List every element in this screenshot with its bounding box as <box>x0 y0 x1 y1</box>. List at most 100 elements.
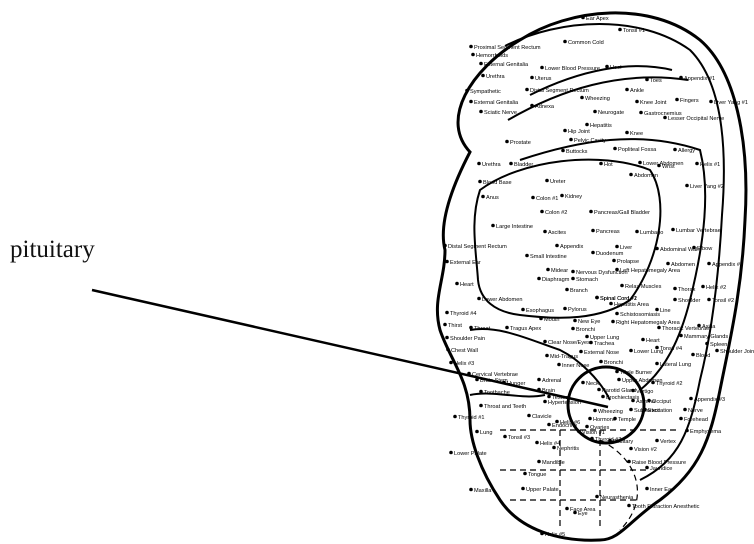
ear-point-label: External Nose <box>584 350 619 356</box>
ear-point-label: Wheezing <box>585 96 610 102</box>
ear-point-dot <box>557 362 561 367</box>
ear-point-label: Hormone <box>593 417 616 423</box>
ear-point-dot <box>675 97 679 102</box>
ear-point-label: Knee Joint <box>640 100 667 106</box>
ear-point-label: Abdomen <box>671 262 695 268</box>
ear-point-dot <box>469 44 473 49</box>
ear-point-label: Thyroid #4 <box>450 311 476 317</box>
ear-point-dot <box>629 172 633 177</box>
ear-point-label: Diaphragm <box>542 277 570 283</box>
ear-point-label: Hypertension <box>548 400 581 406</box>
ear-point-dot <box>641 337 645 342</box>
ear-point-label: Toes <box>650 78 662 84</box>
ear-point-dot <box>577 429 581 434</box>
ear-point-label: Appendix <box>560 244 584 250</box>
ear-point-label: Fingers <box>680 98 699 104</box>
ear-point-label: Popliteal Fossa <box>618 147 657 153</box>
ear-point-label: Neurasthenia <box>600 495 634 501</box>
ear-point-dot <box>477 161 481 166</box>
ear-point-label: Brochiectasis <box>606 395 639 401</box>
ear-point-dot <box>645 465 649 470</box>
ear-point-dot <box>666 261 670 266</box>
ear-point-label: Clear Nose/Eyes <box>548 340 590 346</box>
ear-point-dot <box>589 209 593 214</box>
ear-point-dot <box>615 267 619 272</box>
ear-point-label: Chest Wall <box>451 348 478 354</box>
ear-point-label: Abdomen <box>634 173 658 179</box>
ear-point-label: Abdominal Wall <box>660 247 699 253</box>
ear-point-dot <box>629 407 633 412</box>
ear-point-dot <box>639 110 643 115</box>
ear-point-label: Asthma <box>636 399 656 405</box>
ear-point-dot <box>525 253 529 258</box>
ear-point-label: Ureter <box>550 179 566 185</box>
ear-point-dot <box>505 325 509 330</box>
ear-point-dot <box>618 27 622 32</box>
ear-point-label: Tongue <box>528 472 546 478</box>
ear-point-label: Schistosomiasis <box>620 312 660 318</box>
ear-point-dot <box>479 403 483 408</box>
ear-point-dot <box>563 39 567 44</box>
ear-point-label: Emphysema <box>690 429 722 435</box>
ear-point-label: Proximal Segment Rectum <box>474 45 541 51</box>
ear-point-label: Tonsil #2 <box>712 298 734 304</box>
ear-point-label: Branch <box>570 288 588 294</box>
ear-point-dot <box>521 307 525 312</box>
ear-point-dot <box>479 109 483 114</box>
ear-point-dot <box>617 377 621 382</box>
ear-outline <box>435 11 748 542</box>
ear-point-label: Nephritis <box>557 446 579 452</box>
ear-point-label: Neurogate <box>598 110 624 116</box>
ear-point-dot <box>571 326 575 331</box>
ear-point-dot <box>475 429 479 434</box>
ear-point-dot <box>655 438 659 443</box>
ear-point-dot <box>573 318 577 323</box>
ear-point-dot <box>546 267 550 272</box>
ear-point-dot <box>655 345 659 350</box>
ear-point-dot <box>679 333 683 338</box>
ear-point-dot <box>530 75 534 80</box>
ear-point-dot <box>620 283 624 288</box>
ear-point-dot <box>715 348 719 353</box>
ear-point-dot <box>545 353 549 358</box>
ear-point-dot <box>547 394 551 399</box>
ear-point-label: Pancreas/Gall Bladder <box>594 210 650 216</box>
ear-point-label: Upper Abdomen <box>622 378 662 384</box>
ear-point-label: Thyroid #1 <box>458 415 484 421</box>
ear-point-label: Inner Ear <box>650 487 673 493</box>
ear-point-label: Bronchi <box>576 327 595 333</box>
ear-point-dot <box>569 137 573 142</box>
ear-point-label: Testes <box>552 395 568 401</box>
ear-point-label: Urethra <box>486 74 506 80</box>
ear-point-label: Blood <box>696 353 710 359</box>
ear-point-label: Mouth <box>544 317 560 323</box>
ear-point-label: Forehead <box>684 417 708 423</box>
ear-point-dot <box>627 503 631 508</box>
ear-point-dot <box>609 301 613 306</box>
ear-point-dot <box>537 387 541 392</box>
ear-point-dot <box>537 459 541 464</box>
ear-point-label: Parotid Gland <box>602 388 636 394</box>
ear-point-label: Adrenal <box>542 378 561 384</box>
ear-point-label: Appendix #1 <box>684 76 715 82</box>
ear-point-label: Sympathetic <box>470 89 501 95</box>
ear-point-dot <box>540 209 544 214</box>
ear-point-dot <box>612 258 616 263</box>
ear-point-dot <box>479 61 483 66</box>
ear-point-dot <box>591 250 595 255</box>
ear-point-label: Endocrine <box>552 423 577 429</box>
ear-point-label: Wheezing <box>598 409 623 415</box>
ear-point-dot <box>449 450 453 455</box>
ear-point-dot <box>629 446 633 451</box>
ear-point-label: Axilla <box>702 324 716 330</box>
ear-point-label: Left Hepatomegaly Area <box>620 268 681 274</box>
ear-point-label: Lower Abdomen <box>482 297 522 303</box>
ear-point-dot <box>625 87 629 92</box>
ear-point-label: Helix #2 <box>706 285 726 291</box>
ear-point-label: Adnexa <box>535 104 555 110</box>
ear-point-label: Jaundice <box>650 466 672 472</box>
ear-point-label: Shoulder Pain <box>450 336 485 342</box>
ear-point-label: Raise Blood Pressure <box>632 460 686 466</box>
ear-point-label: Hepatitis <box>590 123 612 129</box>
